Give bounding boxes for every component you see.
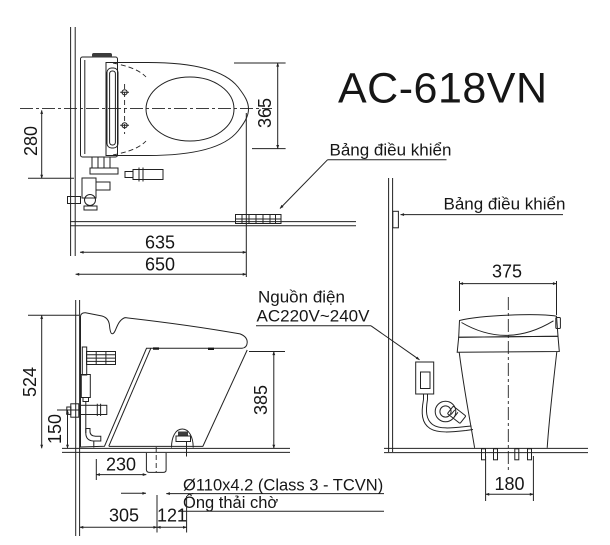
side-wall-lines — [62, 300, 290, 536]
anchor-bolt — [481, 448, 486, 461]
leader-arrow — [370, 325, 420, 361]
drain-callout: Ø110x4.2 (Class 3 - TCVN) Ống thải chờ — [121, 476, 384, 512]
power-cord — [421, 399, 474, 433]
dim-150: 150 — [45, 409, 80, 449]
side-supply-fittings — [66, 346, 108, 448]
dim-280-label: 280 — [21, 126, 41, 156]
dim-230: 230 — [95, 455, 147, 480]
dim-385-side: 385 — [249, 351, 285, 449]
dim-121-label: 121 — [157, 506, 187, 526]
leader-arrow — [279, 159, 328, 209]
toilet-rear-outline — [456, 297, 561, 473]
anchor-bolt — [493, 448, 498, 461]
plan-view: 280 365 635 650 Bảng điều khiển — [20, 27, 451, 277]
dim-635-650: 635 650 — [75, 113, 247, 277]
control-panel-label-1: Bảng điều khiển — [330, 141, 452, 160]
dim-150-label: 150 — [45, 414, 65, 444]
model-title: AC-618VN — [338, 65, 548, 113]
remote-label-1: Bảng điều khiển — [279, 141, 452, 209]
control-panel-label-2: Bảng điều khiển — [444, 195, 566, 214]
dim-385-label: 385 — [251, 385, 271, 415]
dim-375: 375 — [459, 262, 557, 315]
plan-supply-fittings — [67, 157, 164, 211]
dim-365-label: 365 — [255, 98, 275, 128]
dim-635-label: 635 — [145, 233, 175, 253]
anchor-bolt — [514, 448, 520, 461]
vent-grille — [86, 351, 116, 365]
dim-180: 180 — [485, 456, 534, 501]
dim-180-label: 180 — [494, 474, 524, 494]
seat-lid-outline — [105, 62, 250, 156]
lid-side-button — [555, 317, 561, 329]
outlet-box — [415, 361, 435, 395]
waste-pipe — [145, 447, 167, 473]
dim-305-121: 305 121 — [79, 495, 188, 533]
dim-524-label: 524 — [20, 367, 40, 397]
power-label-line2: AC220V~240V — [257, 307, 371, 326]
rear-lid — [458, 314, 559, 338]
power-label-line1: Nguồn điện — [258, 288, 345, 307]
cord-coil — [434, 400, 457, 423]
dim-650-label: 650 — [145, 255, 175, 275]
seat-hinge-slot — [106, 67, 119, 149]
remote-label-2: Bảng điều khiển — [400, 195, 566, 217]
toilet-plan-outline — [80, 53, 250, 158]
dim-365: 365 — [234, 62, 286, 150]
side-view: 524 150 385 230 Ø110x4.2 (Class 3 - TCVN… — [20, 300, 384, 536]
dim-305-label: 305 — [109, 506, 139, 526]
rear-view: Bảng điều khiển — [256, 178, 588, 501]
plan-hinge-cap — [92, 53, 112, 58]
seat-band — [456, 335, 560, 353]
plan-wall-lines — [70, 27, 356, 256]
drain-outlet — [171, 428, 194, 457]
drain-name-label: Ống thải chờ — [183, 492, 278, 512]
dim-230-label: 230 — [106, 455, 136, 475]
plug — [447, 406, 466, 424]
remote-control-side — [392, 210, 399, 229]
side-profile — [80, 312, 248, 448]
rear-wall-lines — [384, 178, 588, 454]
dim-524: 524 — [20, 314, 79, 449]
power-outlet-and-cord — [415, 361, 474, 433]
anchor-bolt — [527, 448, 532, 461]
power-label: Nguồn điện AC220V~240V — [256, 288, 420, 361]
dim-280: 280 — [21, 110, 74, 179]
drain-spec-label: Ø110x4.2 (Class 3 - TCVN) — [183, 476, 383, 494]
remote-control-plan — [235, 214, 282, 224]
bowl-opening — [145, 76, 235, 142]
dim-375-label: 375 — [492, 262, 522, 282]
